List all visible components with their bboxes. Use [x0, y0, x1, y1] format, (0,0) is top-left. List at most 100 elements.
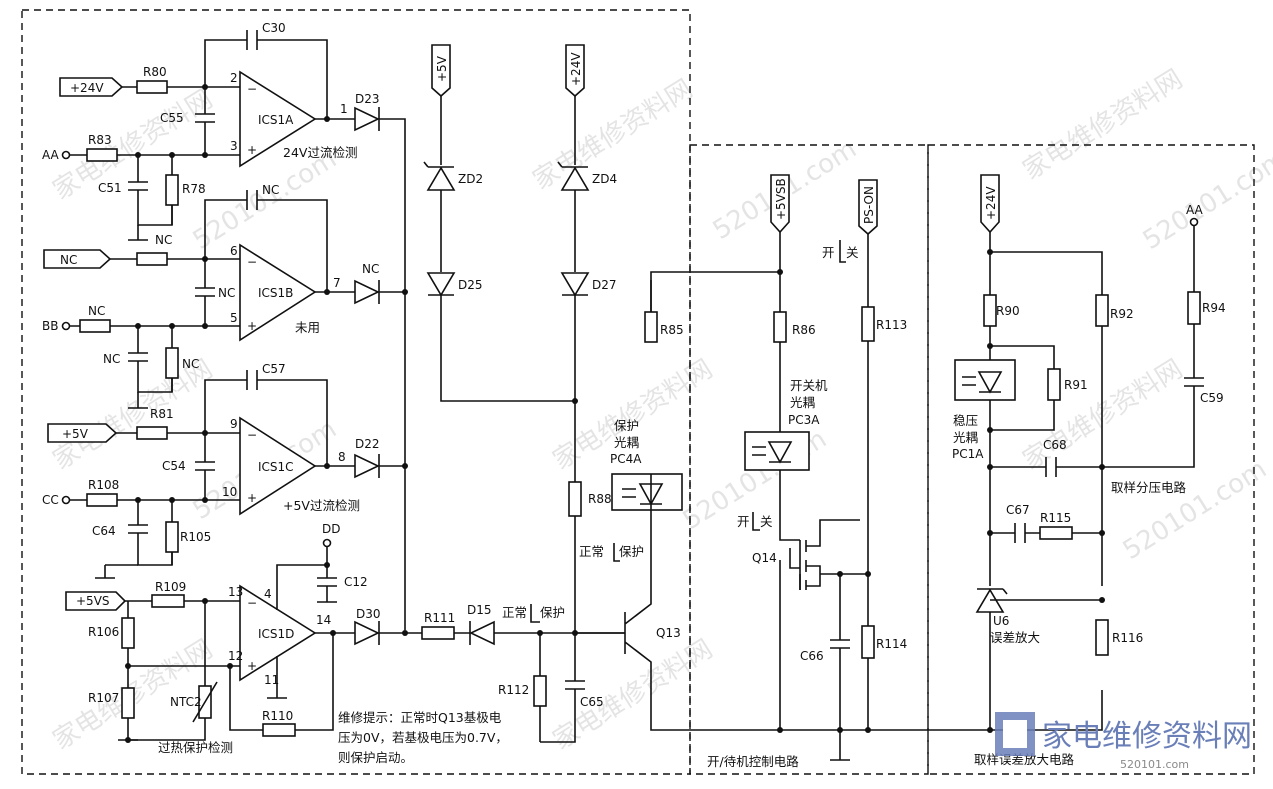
label-r112: R112	[498, 683, 529, 697]
note-opto-reg-3: PC1A	[952, 447, 984, 461]
label-c30: C30	[262, 21, 286, 35]
label-c54: C54	[162, 459, 186, 473]
capacitor-b-feedback	[246, 190, 258, 210]
wire-nc-diode	[378, 280, 405, 304]
resistor-r116	[1095, 619, 1109, 656]
label-nc-cap-v: NC	[103, 352, 120, 366]
label-zd4: ZD4	[592, 172, 617, 186]
label-nc-r-b: NC	[88, 304, 105, 318]
label-r81: R81	[150, 407, 174, 421]
ground-c64	[95, 564, 138, 579]
transistor-q13	[624, 573, 990, 731]
note-tip-3: 则保护启动。	[338, 750, 413, 765]
resistor-r94	[1187, 291, 1201, 325]
wire-right-divider	[990, 251, 1103, 731]
label-u6: U6	[993, 614, 1009, 628]
label-d25: D25	[458, 278, 483, 292]
junction	[202, 323, 208, 329]
port-5vsb	[770, 174, 790, 234]
diode-d30	[354, 620, 380, 646]
label-d23: D23	[355, 92, 380, 106]
opamp-d-minus: −	[247, 596, 257, 610]
resistor-b-in	[136, 252, 168, 266]
optocoupler-pc3a-diode	[767, 441, 793, 464]
wire-rail-5v	[440, 96, 575, 402]
capacitor-c64	[128, 500, 173, 566]
label-r90: R90	[996, 304, 1020, 318]
note-protect-1: 保护	[540, 605, 565, 620]
pin-a-out: 1	[340, 102, 348, 116]
note-sw1b: 关	[760, 514, 773, 529]
label-r108: R108	[88, 478, 119, 492]
opamp-a-plus: +	[247, 143, 257, 157]
pin-d-top: 4	[264, 587, 272, 601]
junction	[987, 530, 993, 536]
capacitor-c55	[195, 98, 215, 155]
label-d27: D27	[592, 278, 617, 292]
resistor-bb	[79, 319, 111, 333]
junction	[987, 464, 993, 470]
port-cc	[61, 495, 71, 505]
label-r105: R105	[180, 530, 211, 544]
junction	[1099, 530, 1105, 536]
label-ps-on: PS-ON	[862, 186, 876, 224]
wire-5vs	[118, 600, 240, 741]
note-protect-2: 保护	[619, 544, 644, 559]
box-sampling	[927, 144, 1255, 775]
note-5v-overcurrent: +5V过流检测	[283, 498, 360, 513]
label-aa: AA	[42, 148, 60, 162]
junction	[777, 269, 783, 275]
port-5vs	[65, 591, 127, 611]
junction	[330, 630, 336, 636]
label-cc: CC	[42, 493, 59, 507]
junction	[402, 289, 408, 295]
pin-d-pos: 12	[228, 649, 243, 663]
note-24v-overcurrent: 24V过流检测	[283, 145, 357, 160]
diode-d23	[354, 106, 380, 132]
label-nc-r-v: NC	[182, 357, 199, 371]
capacitor-c12	[317, 547, 337, 603]
resistor-r110	[262, 723, 296, 737]
resistor-r85	[644, 311, 658, 343]
capacitor-c67	[1014, 523, 1026, 543]
wire-d-supply	[267, 564, 327, 699]
label-5vsb: +5VSB	[774, 178, 788, 220]
label-nc-b-in: NC	[218, 286, 235, 300]
port-aa-right	[1189, 217, 1199, 227]
capacitor-bb	[128, 326, 173, 393]
wire-c30	[204, 39, 328, 118]
opamp-c-minus: −	[247, 428, 257, 442]
opamp-ics1c	[239, 416, 317, 516]
label-c51: C51	[98, 181, 122, 195]
junction	[402, 630, 408, 636]
opamp-b-minus: −	[247, 255, 257, 269]
watermark-domain-6: 520101.com	[1118, 454, 1272, 566]
label-r92: R92	[1110, 307, 1134, 321]
resistor-r78	[165, 174, 179, 206]
diode-d22	[354, 453, 380, 479]
note-tip-1: 维修提示：正常时Q13基极电	[338, 710, 502, 725]
note-normal-1: 正常	[502, 605, 527, 620]
capacitor-c30	[246, 30, 258, 50]
junction	[324, 463, 330, 469]
pin-c-neg: 9	[230, 417, 238, 431]
port-5v	[47, 423, 118, 443]
watermark-brand-4: 家电维修资料网	[48, 354, 218, 476]
port-rail-5v	[431, 44, 451, 98]
ground-c51	[128, 225, 148, 241]
watermark-brand-8: 家电维修资料网	[548, 634, 718, 756]
resistor-r107	[121, 687, 135, 719]
wire-aa-right	[1102, 226, 1204, 468]
zener-zd2	[426, 166, 456, 191]
capacitor-c51	[128, 155, 173, 226]
capacitor-c54	[195, 433, 215, 500]
wire-c-feedback	[204, 379, 328, 466]
label-rail-5v: +5V	[435, 55, 449, 82]
label-dd: DD	[322, 522, 340, 536]
optocoupler-pc1a-arrows	[962, 376, 1001, 393]
label-r111: R111	[424, 611, 455, 625]
pin-c-out: 8	[338, 450, 346, 464]
diode-d25	[426, 272, 456, 297]
label-ics1d: ICS1D	[258, 627, 294, 641]
zener-zd4-bar	[557, 161, 588, 168]
